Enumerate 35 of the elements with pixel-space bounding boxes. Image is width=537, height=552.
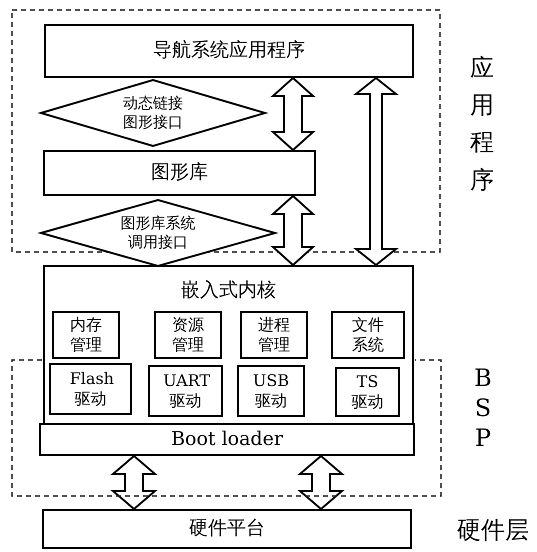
module-box	[154, 311, 222, 359]
double-arrow	[110, 454, 158, 510]
box-label: TS 驱动	[350, 372, 384, 412]
double-arrow	[353, 76, 399, 266]
double-arrow	[270, 194, 316, 266]
layer-label: BSP	[473, 363, 493, 453]
box-label: UART 驱动	[163, 371, 208, 411]
box-label: 图形库	[151, 161, 208, 185]
box-label: 进程管理	[257, 315, 291, 355]
box-label: Flash 驱动	[70, 369, 112, 409]
box-label: Boot loader	[171, 428, 283, 452]
box-label: 嵌入式内核	[181, 279, 276, 303]
interface-label: 图形库系统调用接口	[120, 214, 196, 252]
box-label: 文件系统	[351, 315, 385, 355]
layer-label: 硬件层	[457, 515, 529, 546]
module-box	[148, 365, 223, 417]
module-box	[331, 311, 405, 359]
layer-box	[44, 24, 414, 78]
double-arrow	[297, 454, 345, 510]
layer-box	[43, 150, 316, 196]
interface-label: 动态链接图形接口	[122, 94, 184, 132]
box-label: 资源管理	[171, 315, 205, 355]
box-label: 硬件平台	[189, 517, 265, 541]
module-box	[237, 365, 305, 417]
layer-label: 应用程序	[470, 53, 494, 196]
layer-box	[39, 423, 415, 456]
module-box	[49, 363, 132, 415]
box-label: 导航系统应用程序	[153, 39, 305, 63]
module-box	[240, 311, 308, 359]
box-label: 内存管理	[69, 315, 103, 355]
layer-box	[42, 509, 412, 549]
double-arrow	[270, 76, 316, 152]
module-box	[52, 311, 120, 359]
module-box	[335, 367, 400, 417]
box-label: USB 驱动	[252, 371, 290, 411]
